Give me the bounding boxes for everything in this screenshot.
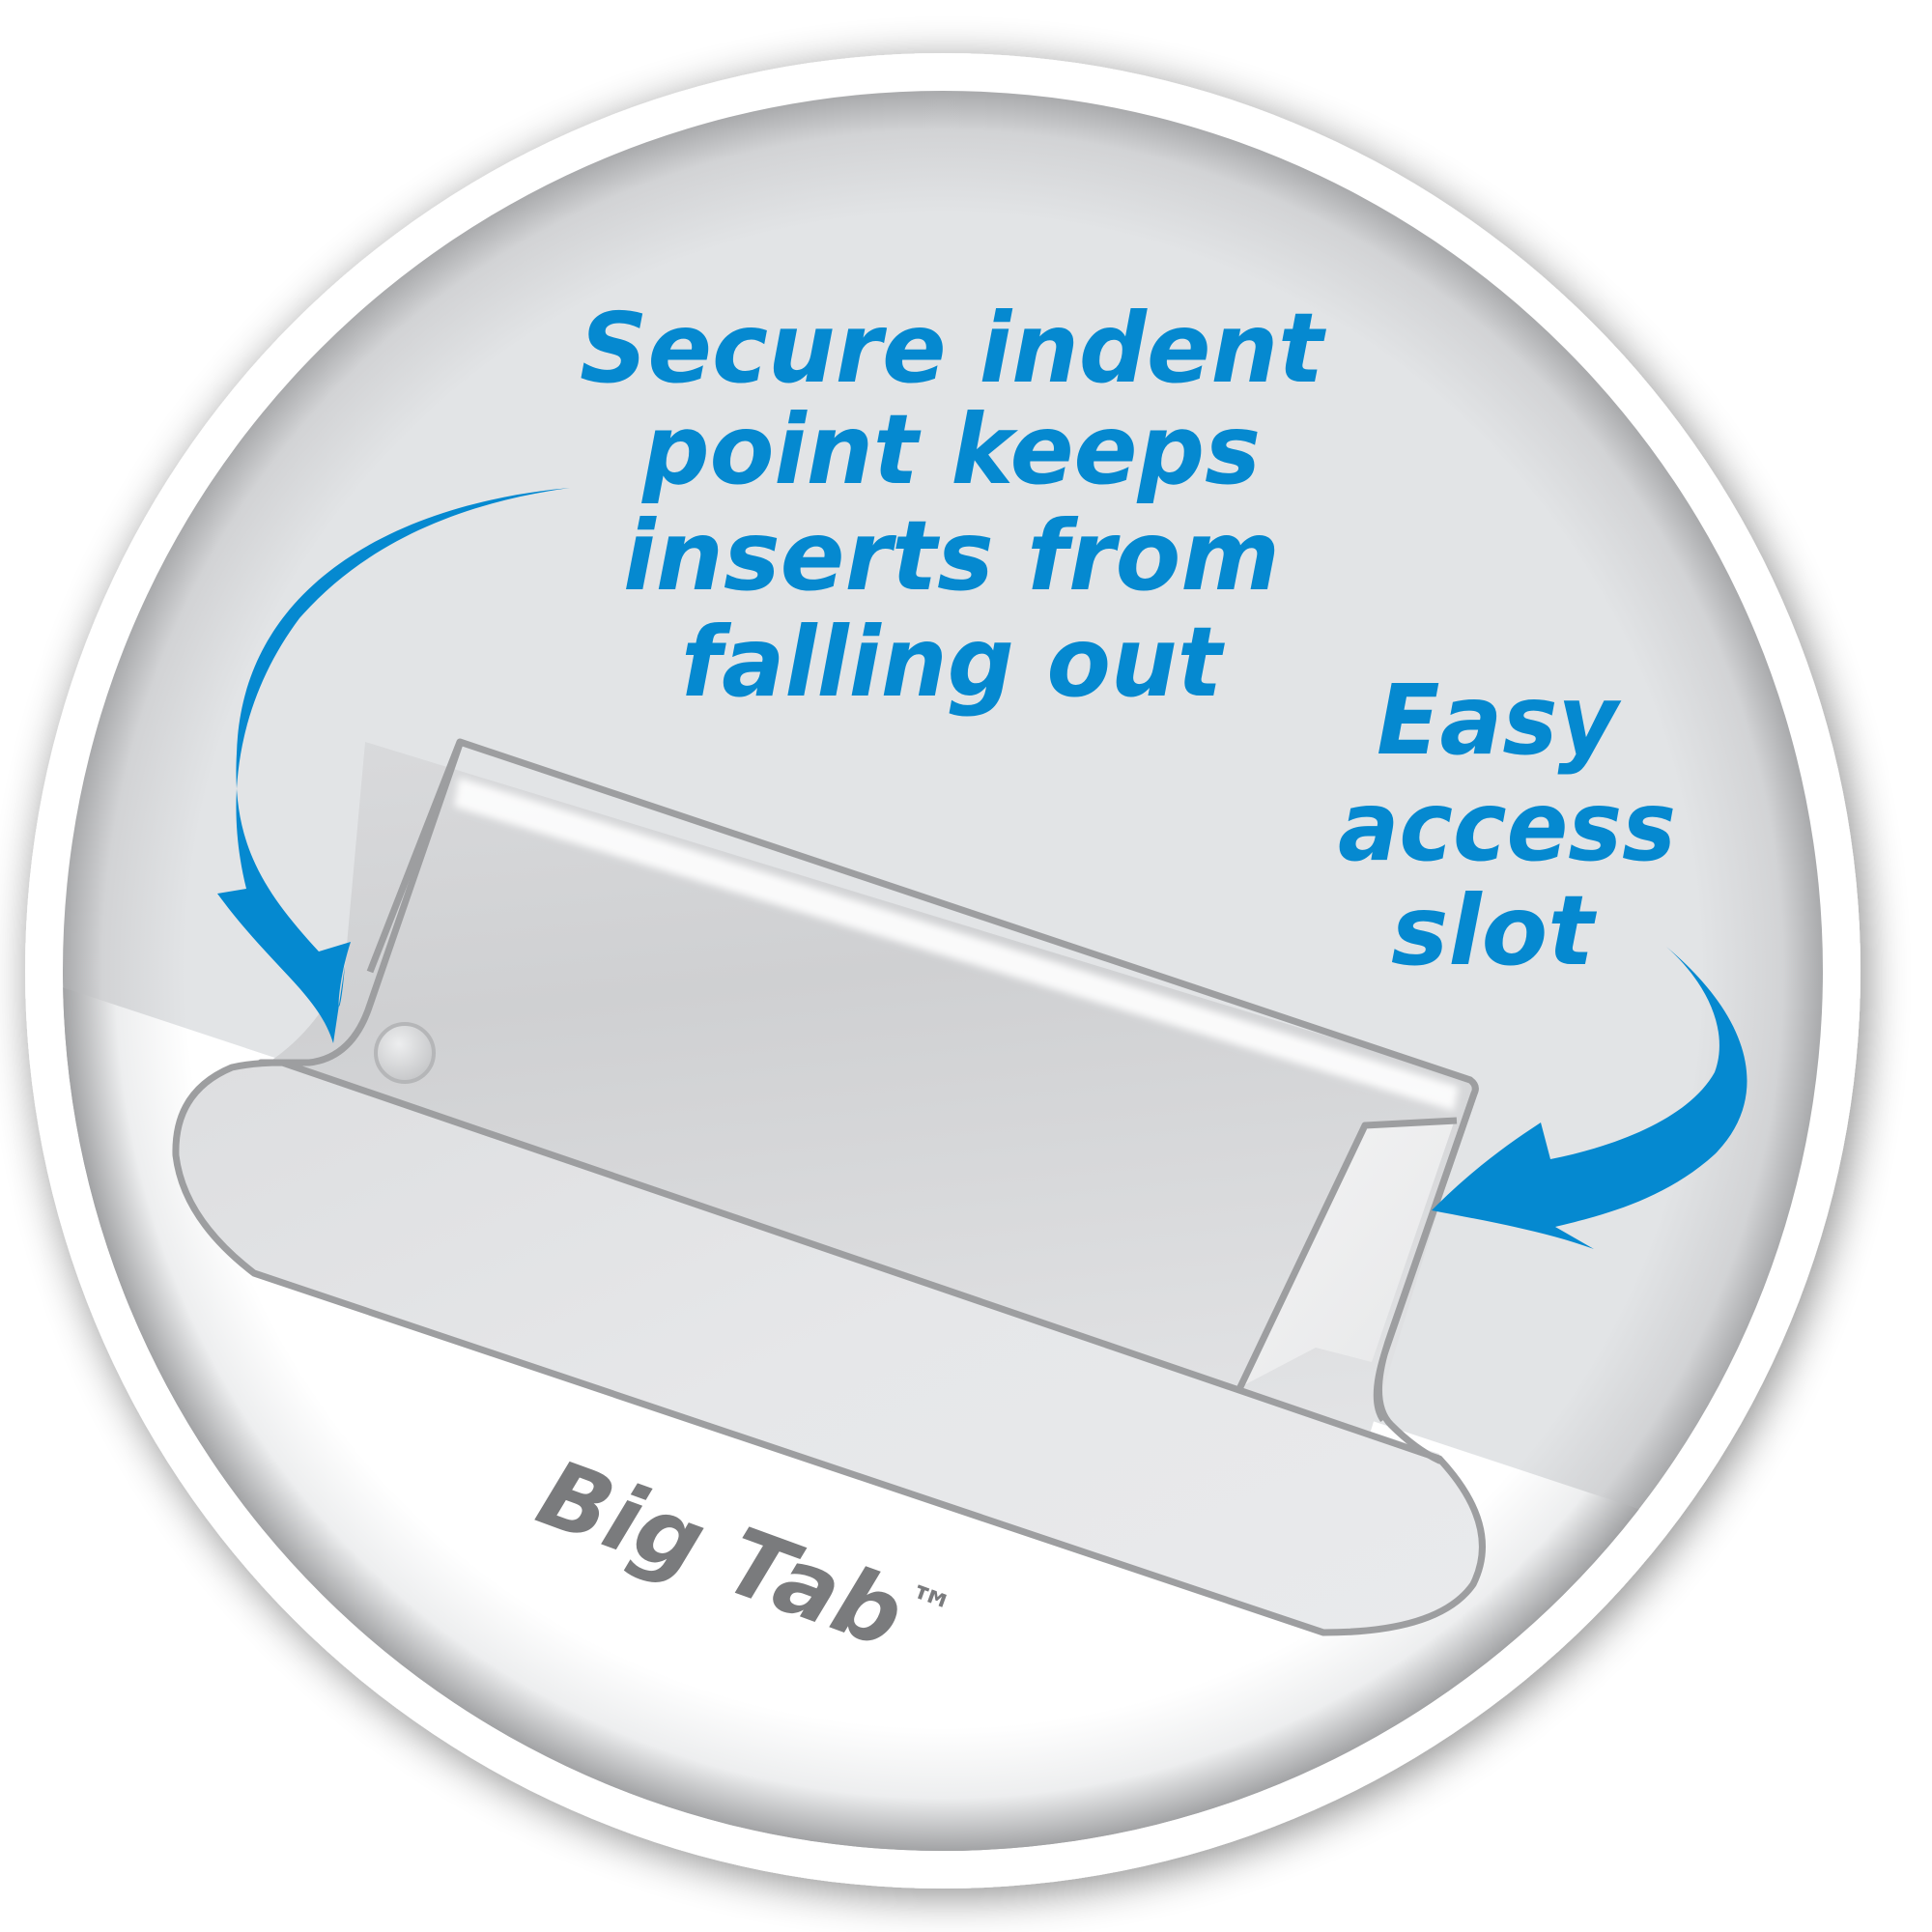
slot-curve — [1376, 1090, 1478, 1464]
indent-callout-line-3: inserts from — [623, 499, 1280, 612]
indent-callout-line-2: point keeps — [641, 393, 1261, 506]
indent-callout-line-4: falling out — [681, 606, 1225, 719]
slot-callout-line-1: Easy — [1377, 664, 1622, 777]
indent-point — [374, 1022, 436, 1084]
fold-highlight — [454, 778, 1459, 1111]
slot-callout: Easy access slot — [1338, 664, 1676, 987]
indent-callout: Secure indent point keeps inserts from f… — [580, 292, 1326, 719]
access-slot — [1236, 1122, 1454, 1389]
curved-arrow-left-icon — [1432, 947, 1747, 1249]
indent-curve — [257, 740, 464, 1066]
tab-front-lobe — [172, 1059, 1486, 1636]
access-slot-outline — [1235, 1117, 1458, 1393]
slot-callout-line-3: slot — [1391, 874, 1597, 987]
indent-callout-line-1: Secure indent — [580, 292, 1326, 405]
slot-callout-line-2: access — [1338, 770, 1676, 883]
tab-back-panel — [256, 742, 1476, 1557]
